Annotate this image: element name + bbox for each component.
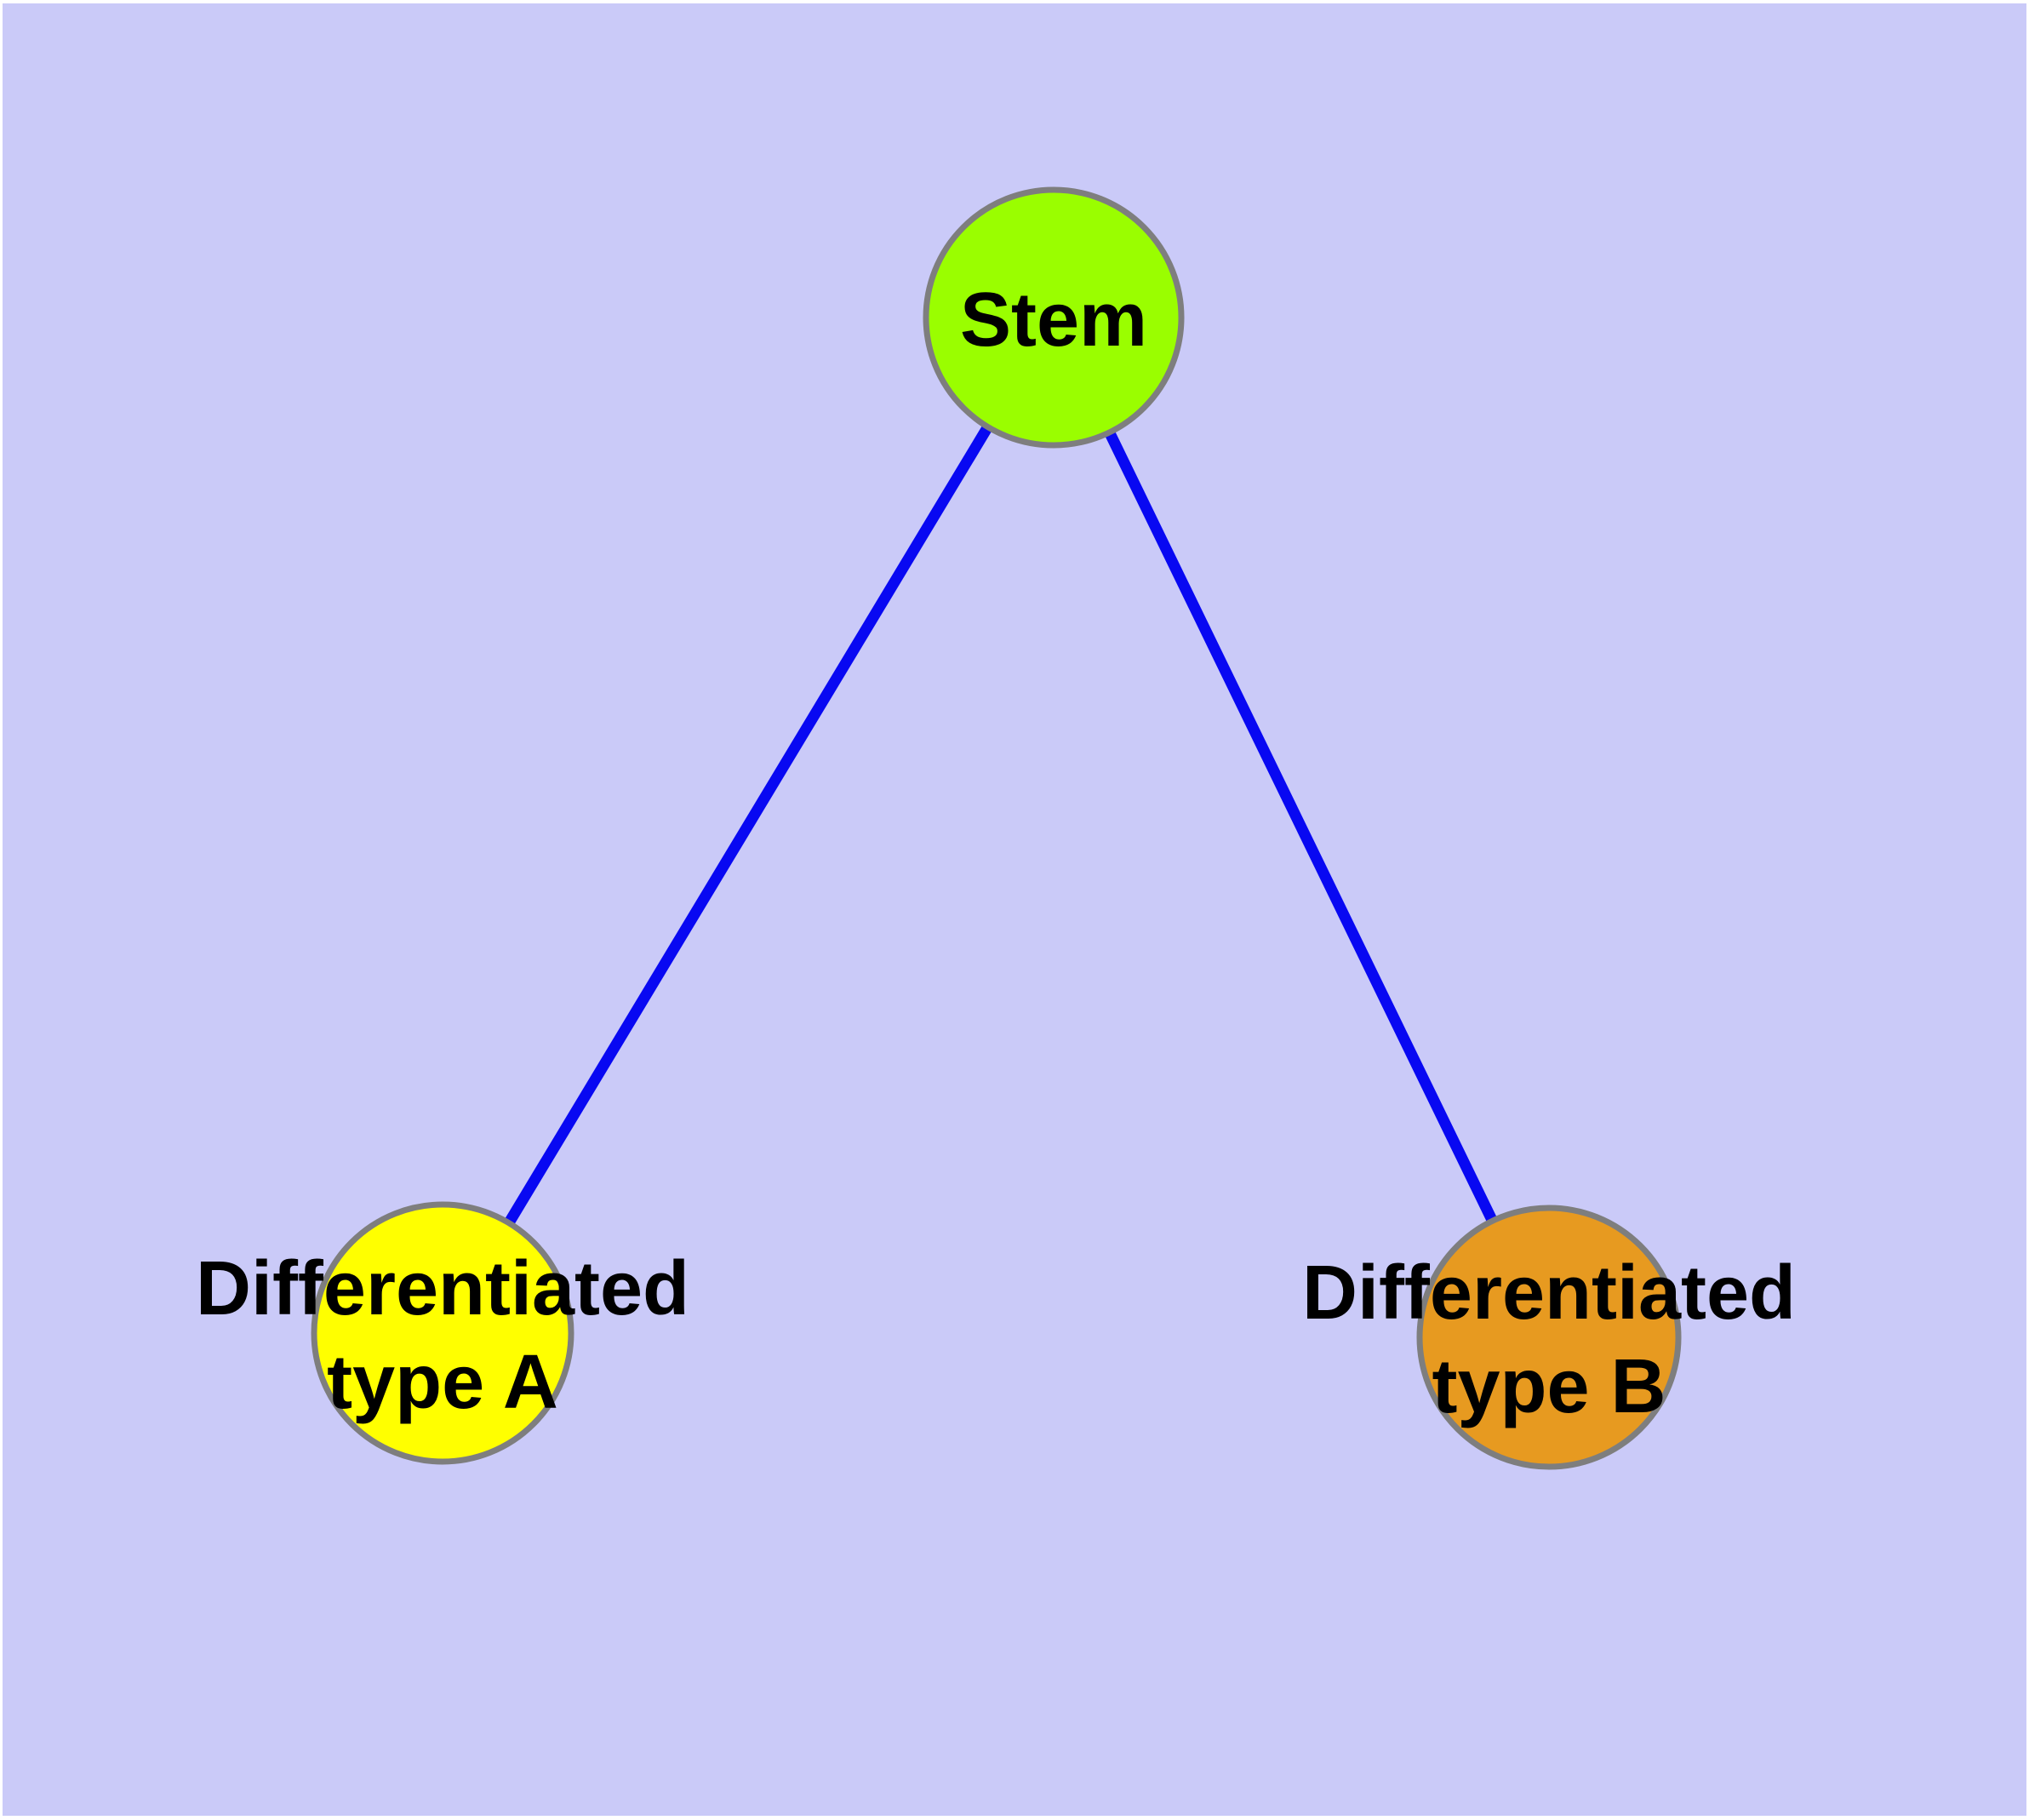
type-a-label-line2: type A <box>327 1340 558 1425</box>
type-b-label-line1: Differentiated <box>1302 1251 1796 1336</box>
differentiated-type-b-node <box>1416 1205 1682 1470</box>
differentiated-type-a-node <box>311 1201 574 1465</box>
type-a-label-line1: Differentiated <box>196 1246 689 1331</box>
edge-stem-to-type-b <box>1049 315 1554 1340</box>
stem-node-label: Stem <box>960 278 1147 363</box>
stem-node <box>923 186 1185 449</box>
type-b-label-line2: type B <box>1432 1344 1666 1429</box>
edge-stem-to-type-a <box>437 314 1059 1336</box>
